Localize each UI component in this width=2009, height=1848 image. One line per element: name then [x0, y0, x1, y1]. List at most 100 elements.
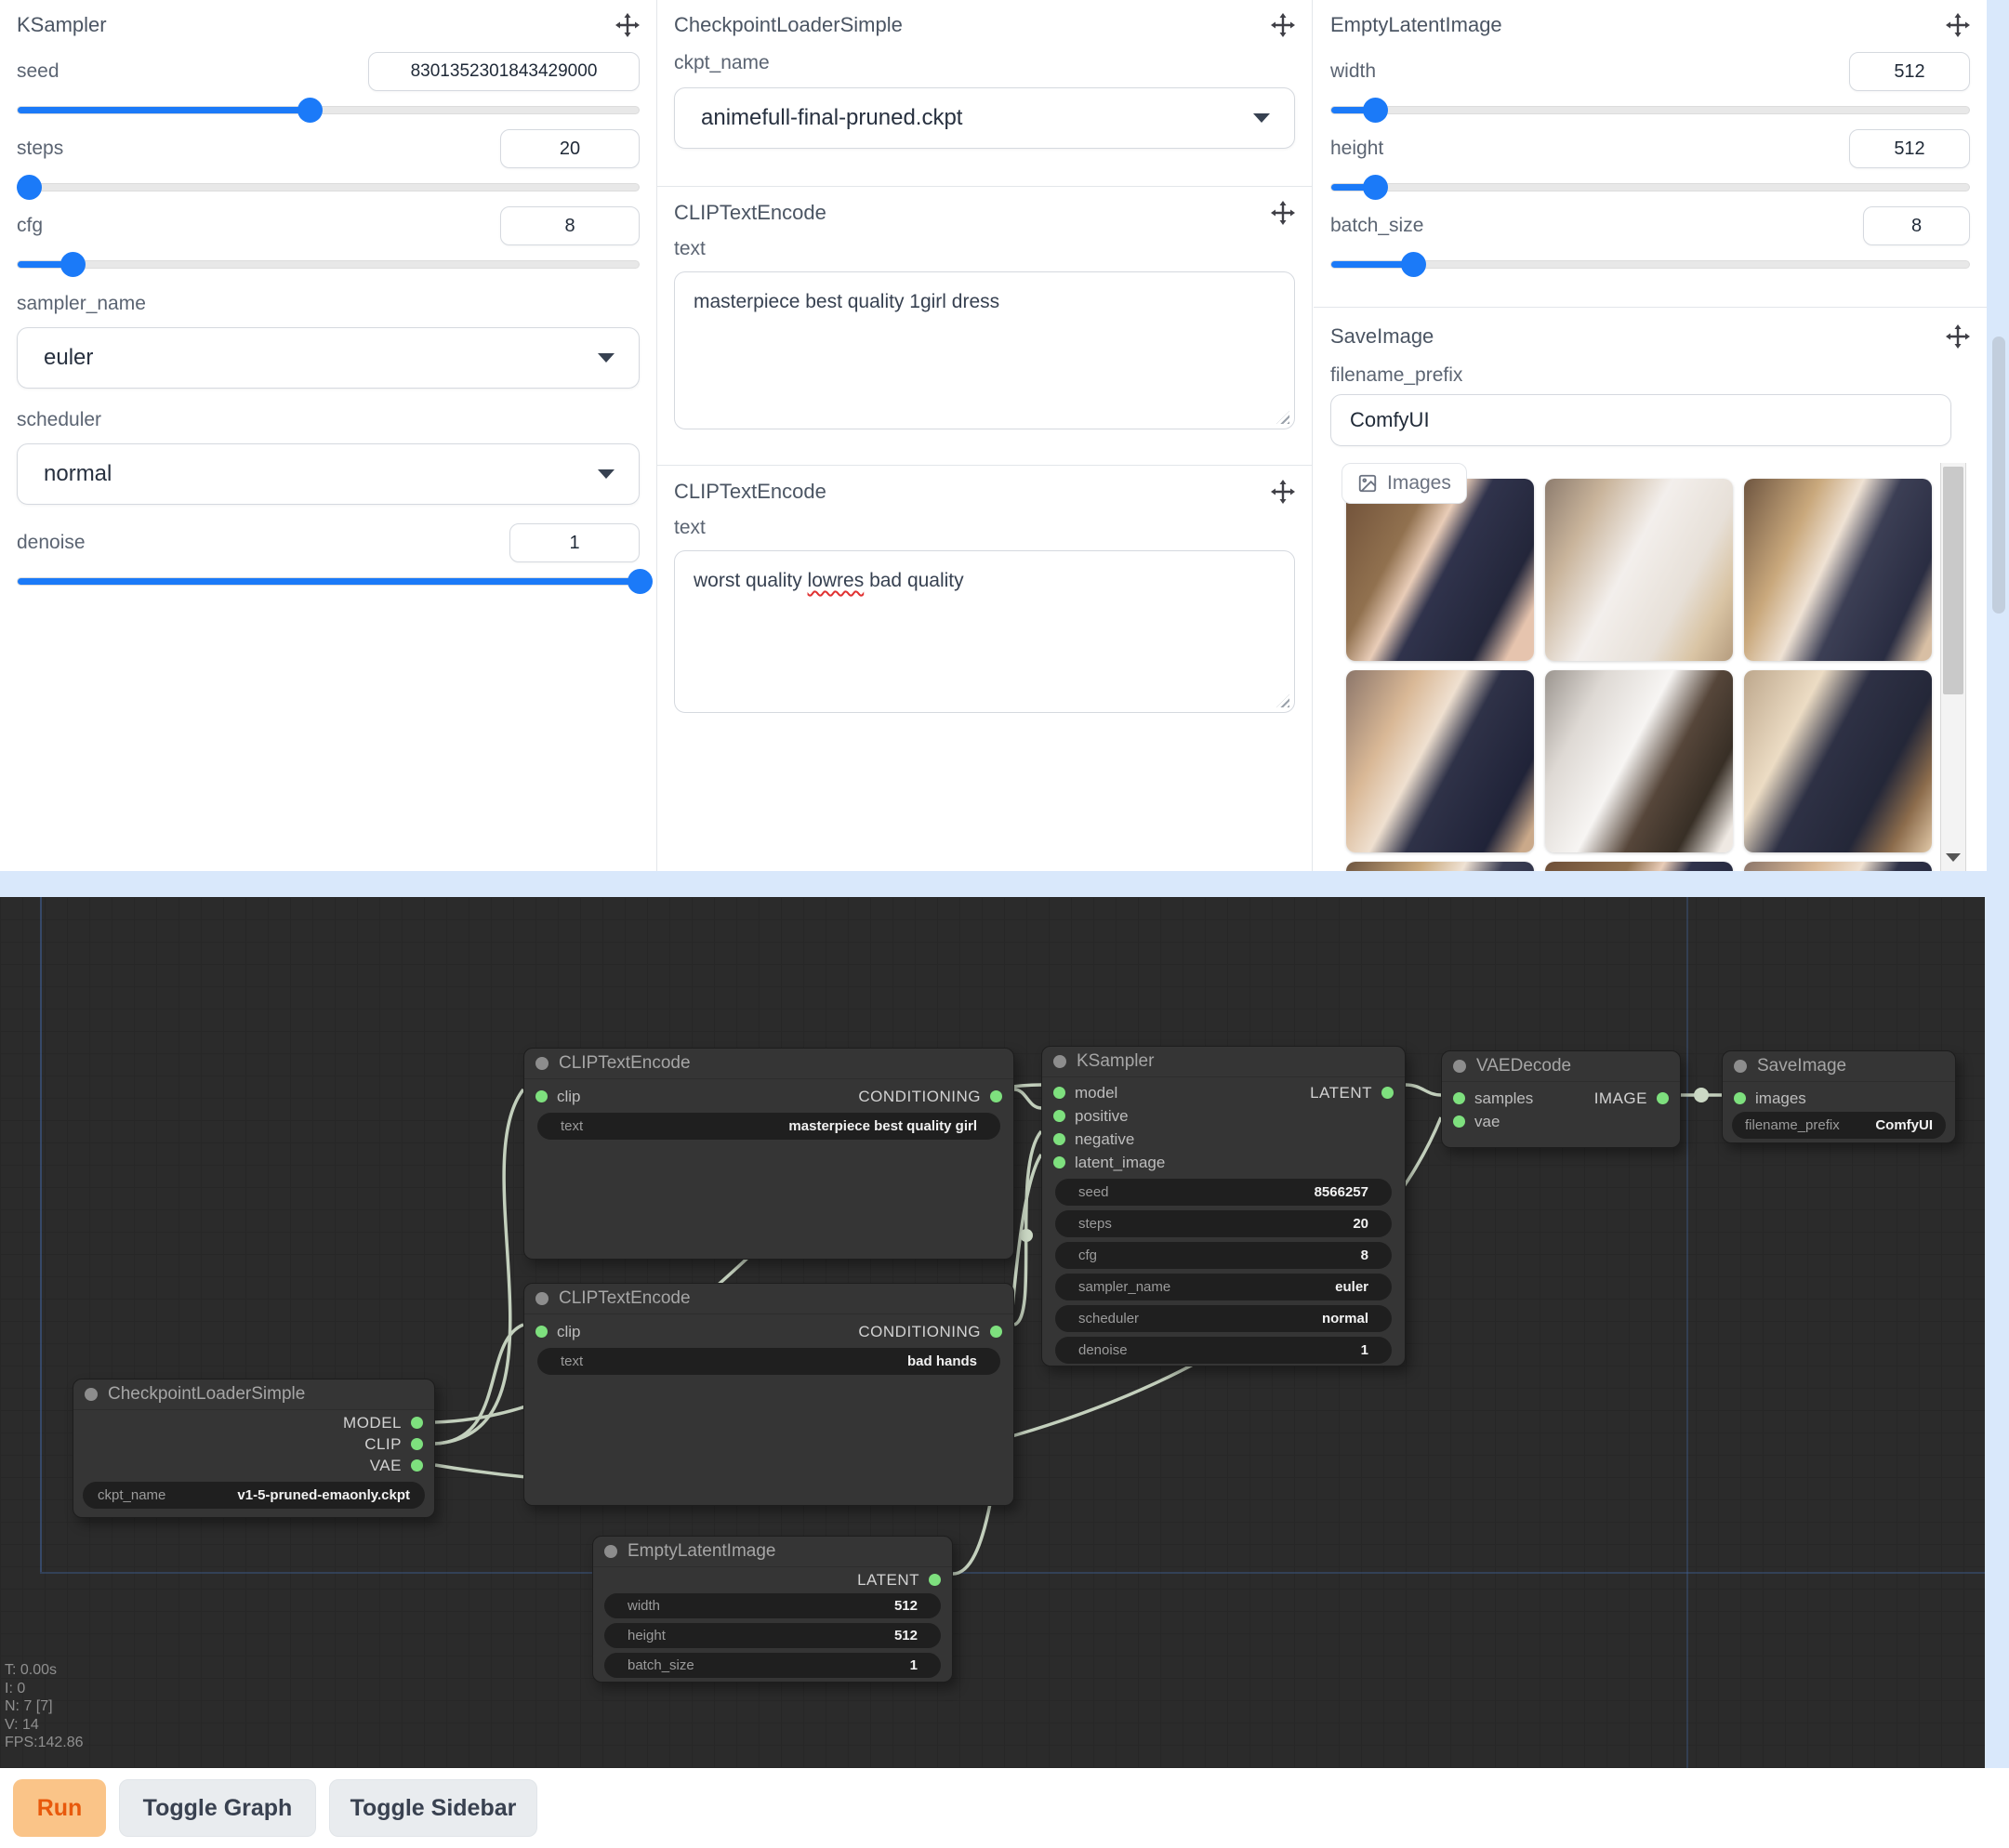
graph-node-clip-negative[interactable]: CLIPTextEncode clip CONDITIONING text ba… [523, 1283, 1014, 1506]
input-slot-images[interactable] [1734, 1092, 1746, 1104]
seed-slider-thumb[interactable] [297, 98, 323, 123]
move-icon[interactable] [1946, 324, 1970, 349]
gallery-image-3[interactable] [1744, 479, 1932, 661]
output-slot-clip[interactable] [411, 1438, 423, 1450]
batch-size-input[interactable]: 8 [1863, 206, 1970, 245]
steps-slider-thumb[interactable] [17, 175, 43, 200]
sampler-name-select[interactable]: euler [17, 327, 640, 389]
output-slot-latent[interactable] [1381, 1087, 1394, 1099]
seed-input[interactable]: 8301352301843429000 [368, 52, 640, 91]
gallery-scroll-down-button[interactable] [1941, 843, 1965, 871]
gallery-image-9[interactable] [1744, 862, 1932, 871]
ckpt-name-select[interactable]: animefull-final-pruned.ckpt [674, 87, 1295, 149]
node-widget-text[interactable]: text bad hands [537, 1348, 1000, 1375]
parameters-section: KSampler seed 8301352301843429000 steps … [0, 0, 1987, 871]
input-slot-positive[interactable] [1053, 1110, 1065, 1122]
batch-size-slider[interactable] [1330, 251, 1970, 277]
slot-label: vae [1474, 1112, 1500, 1130]
resize-handle[interactable] [1276, 411, 1289, 424]
move-icon[interactable] [615, 13, 640, 37]
scheduler-select[interactable]: normal [17, 443, 640, 505]
cfg-slider[interactable] [17, 251, 640, 277]
gallery-image-4[interactable] [1346, 670, 1534, 852]
chevron-down-icon [598, 469, 615, 479]
width-slider[interactable] [1330, 97, 1970, 123]
output-slot-latent[interactable] [929, 1574, 941, 1586]
move-icon[interactable] [1271, 480, 1295, 504]
images-tab[interactable]: Images [1342, 463, 1467, 504]
node-widget-text[interactable]: text masterpiece best quality girl [537, 1113, 1000, 1140]
node-graph-canvas[interactable]: CLIPTextEncode clip CONDITIONING text ma… [0, 897, 1985, 1768]
toggle-sidebar-button[interactable]: Toggle Sidebar [329, 1779, 537, 1837]
filename-prefix-input[interactable]: ComfyUI [1330, 394, 1951, 446]
denoise-slider[interactable] [17, 568, 653, 594]
slot-label: LATENT [1310, 1083, 1372, 1102]
arrow-down-icon [1946, 852, 1961, 862]
width-slider-thumb[interactable] [1363, 98, 1389, 123]
input-slot-latent-image[interactable] [1053, 1156, 1065, 1168]
node-status-dot [85, 1388, 98, 1401]
input-slot-clip[interactable] [535, 1090, 548, 1102]
gallery-image-1[interactable] [1346, 479, 1534, 661]
input-slot-negative[interactable] [1053, 1133, 1065, 1145]
slot-label: CLIP [364, 1434, 402, 1453]
resize-handle[interactable] [1276, 694, 1289, 707]
node-widget-ckpt-name[interactable]: ckpt_name v1-5-pruned-emaonly.ckpt [83, 1482, 425, 1509]
gallery-image-7[interactable] [1346, 862, 1534, 871]
input-slot-model[interactable] [1053, 1087, 1065, 1099]
gallery-scrollbar[interactable] [1940, 463, 1966, 871]
negative-prompt-textarea[interactable]: worst quality lowres bad quality [674, 550, 1295, 713]
cfg-input[interactable]: 8 [500, 206, 640, 245]
gallery-image-8[interactable] [1545, 862, 1733, 871]
batch-size-slider-thumb[interactable] [1401, 252, 1427, 277]
graph-stats: T: 0.00s I: 0 N: 7 [7] V: 14 FPS:142.86 [5, 1661, 84, 1752]
output-slot-conditioning[interactable] [990, 1326, 1002, 1338]
graph-node-vaedecode[interactable]: VAEDecode samples IMAGE vae [1441, 1050, 1681, 1148]
graph-node-checkpoint[interactable]: CheckpointLoaderSimple MODEL CLIP VAE ck… [73, 1379, 435, 1518]
move-icon[interactable] [1271, 201, 1295, 225]
steps-input[interactable]: 20 [500, 129, 640, 168]
graph-node-ksampler[interactable]: KSampler model LATENT positive negative … [1041, 1046, 1406, 1366]
graph-node-saveimage[interactable]: SaveImage images filename_prefix ComfyUI [1722, 1050, 1956, 1143]
input-slot-clip[interactable] [535, 1326, 548, 1338]
move-icon[interactable] [1271, 13, 1295, 37]
input-slot-vae[interactable] [1453, 1115, 1465, 1128]
gallery-image-5[interactable] [1545, 670, 1733, 852]
gallery-image-6[interactable] [1744, 670, 1932, 852]
output-slot-vae[interactable] [411, 1459, 423, 1472]
output-slot-model[interactable] [411, 1417, 423, 1429]
gallery-scrollbar-thumb[interactable] [1943, 467, 1963, 694]
positive-prompt-textarea[interactable]: masterpiece best quality 1girl dress [674, 271, 1295, 429]
width-input[interactable]: 512 [1849, 52, 1970, 91]
input-slot-samples[interactable] [1453, 1092, 1465, 1104]
bottom-toolbar: Run Toggle Graph Toggle Sidebar [0, 1768, 2009, 1848]
height-input[interactable]: 512 [1849, 129, 1970, 168]
toggle-graph-button[interactable]: Toggle Graph [119, 1779, 316, 1837]
steps-slider[interactable] [17, 174, 640, 200]
height-slider-thumb[interactable] [1363, 175, 1389, 200]
denoise-slider-thumb[interactable] [628, 569, 653, 594]
page-scrollbar-thumb[interactable] [1992, 337, 2005, 614]
cfg-slider-thumb[interactable] [60, 252, 86, 277]
denoise-input[interactable]: 1 [509, 523, 640, 562]
run-button[interactable]: Run [13, 1779, 106, 1837]
output-slot-image[interactable] [1657, 1092, 1669, 1104]
gallery-image-2[interactable] [1545, 479, 1733, 661]
height-slider[interactable] [1330, 174, 1970, 200]
seed-slider[interactable] [17, 97, 640, 123]
node-widget-filename-prefix[interactable]: filename_prefix ComfyUI [1732, 1112, 1946, 1139]
output-slot-conditioning[interactable] [990, 1090, 1002, 1102]
slot-label: samples [1474, 1089, 1534, 1107]
graph-node-clip-positive[interactable]: CLIPTextEncode clip CONDITIONING text ma… [523, 1048, 1014, 1260]
move-icon[interactable] [1946, 13, 1970, 37]
